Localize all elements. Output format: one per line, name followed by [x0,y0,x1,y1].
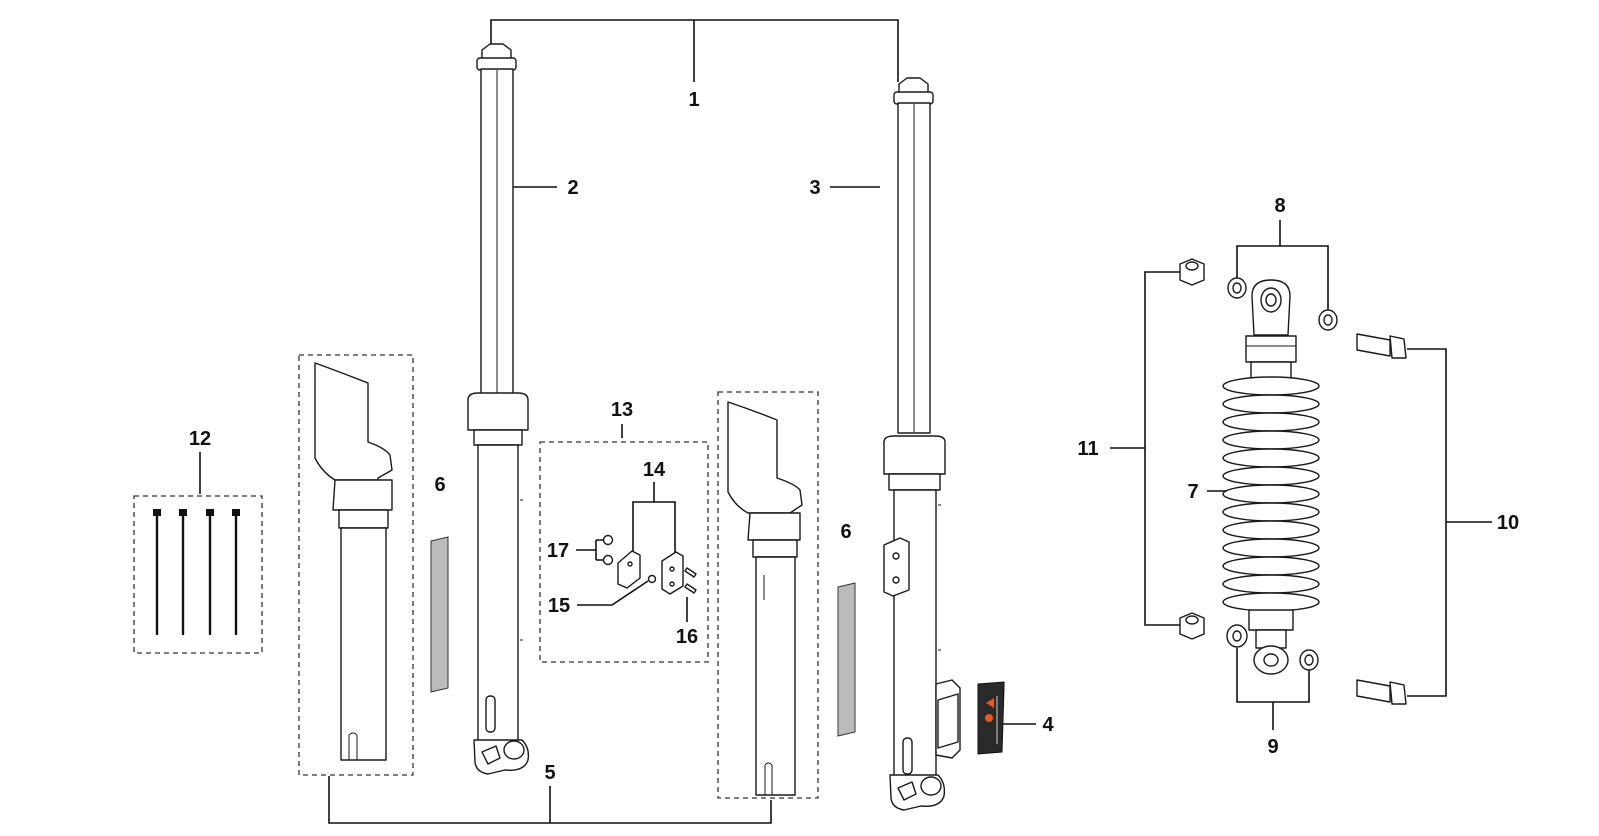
callout-10: 10 [1497,512,1519,534]
rear-shock [1222,279,1320,675]
cable-ties [133,495,263,654]
brake-decal [977,681,1005,755]
callout-4: 4 [1042,714,1054,736]
callout-3: 3 [809,177,820,199]
callout-11: 11 [1077,438,1098,460]
fork-leg-left [467,43,530,775]
leader-lines [199,19,1492,824]
callout-2: 2 [567,177,578,199]
fork-leg-right [883,77,961,811]
callout-17: 17 [547,540,569,562]
callout-labels: 1 2 3 4 5 6 6 7 8 9 10 11 12 13 14 15 16… [189,89,1519,784]
callout-13: 13 [611,399,633,421]
fork-guard-left [298,354,414,776]
callout-12: 12 [189,428,211,450]
callout-16: 16 [676,626,698,648]
shock-hardware [1179,258,1407,705]
callout-14: 14 [643,459,666,481]
callout-6-left: 6 [434,474,445,496]
sticker-left [430,536,449,693]
callout-6-right: 6 [840,521,851,543]
callout-5: 5 [544,762,555,784]
callout-15: 15 [548,595,570,617]
fork-guard-right [717,391,819,799]
callout-1: 1 [688,89,699,111]
callout-8: 8 [1274,195,1285,217]
callout-9: 9 [1267,736,1278,758]
sticker-right [837,582,856,737]
callout-7: 7 [1187,481,1198,503]
bracket-kit [539,441,709,663]
